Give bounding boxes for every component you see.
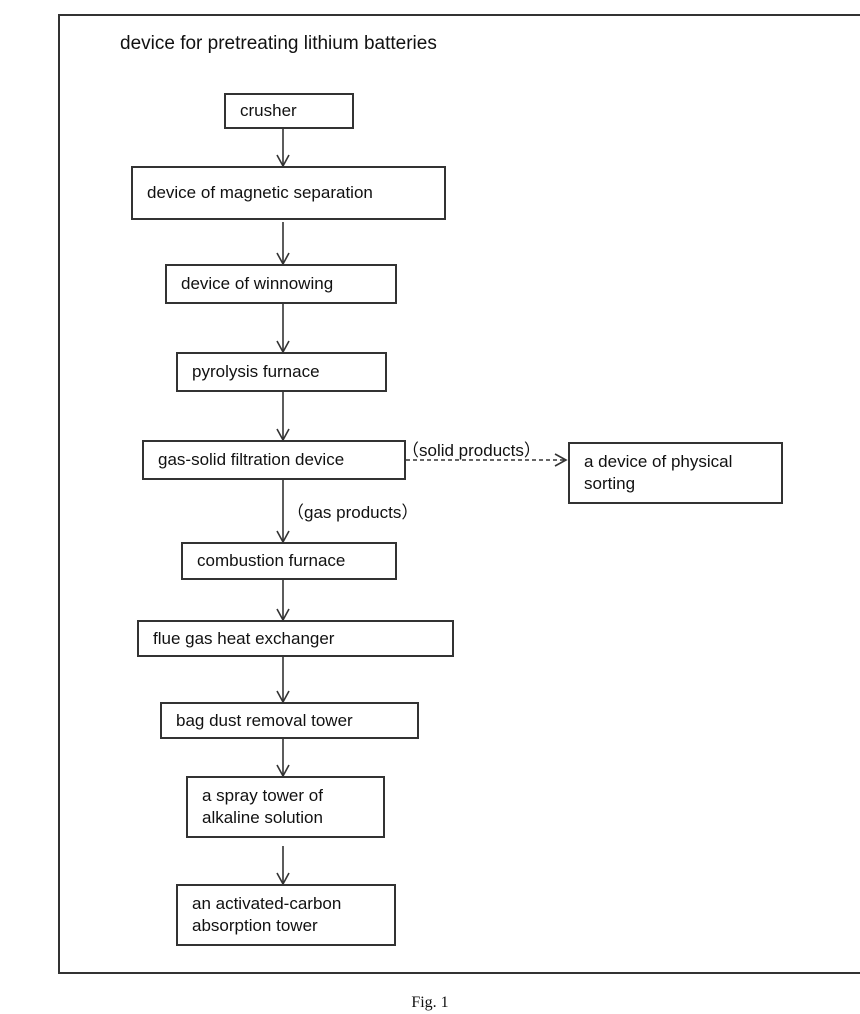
- arrow-filtration-to-sorting: [406, 454, 566, 466]
- arrow-heat-exchanger-to-bag-dust: [277, 657, 289, 702]
- arrow-crusher-to-magnetic: [277, 129, 289, 166]
- arrow-combustion-to-heat-exchanger: [277, 580, 289, 620]
- arrow-winnowing-to-pyrolysis: [277, 304, 289, 352]
- arrow-spray-to-carbon: [277, 846, 289, 884]
- figure-caption: Fig. 1: [0, 994, 860, 1012]
- arrow-filtration-to-combustion: [277, 480, 289, 542]
- arrow-pyrolysis-to-filtration: [277, 392, 289, 440]
- arrow-bag-dust-to-spray: [277, 739, 289, 776]
- arrow-magnetic-to-winnowing: [277, 222, 289, 264]
